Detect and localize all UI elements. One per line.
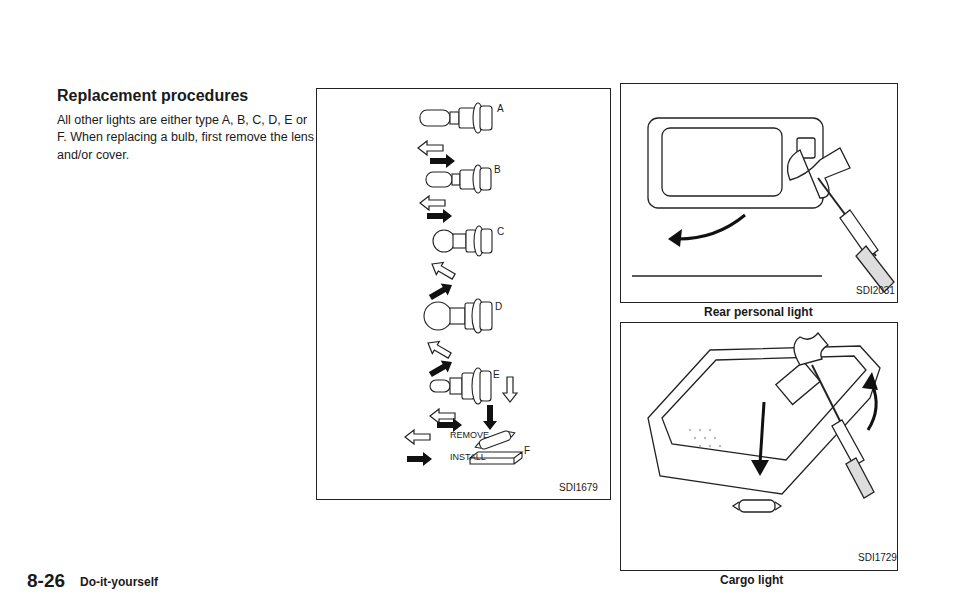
figure-code: SDI2031 <box>856 285 895 297</box>
chapter-name: Do-it-yourself <box>80 575 158 589</box>
bulb-type-letter: F <box>524 445 530 457</box>
bulb-type-letter: D <box>495 301 502 313</box>
figure-code: SDI1679 <box>559 482 598 494</box>
bulb-type-letter: E <box>493 369 500 381</box>
remove-arrow <box>405 430 430 444</box>
bulb-type-letter: B <box>494 164 501 176</box>
figure-caption: Rear personal light <box>704 305 813 319</box>
section-heading: Replacement procedures <box>57 86 248 105</box>
install-arrow <box>407 452 432 466</box>
body-text: All other lights are either type A, B, C… <box>57 112 315 164</box>
page-number: 8-26 <box>27 570 65 593</box>
legend-text: REMOVE <box>450 430 489 441</box>
bulb-type-letter: A <box>497 103 504 115</box>
figure-caption: Cargo light <box>720 573 783 587</box>
legend-text: INSTALL <box>450 452 486 463</box>
figure-code: SDI1729 <box>858 552 897 564</box>
bulb-type-letter: C <box>497 226 504 238</box>
